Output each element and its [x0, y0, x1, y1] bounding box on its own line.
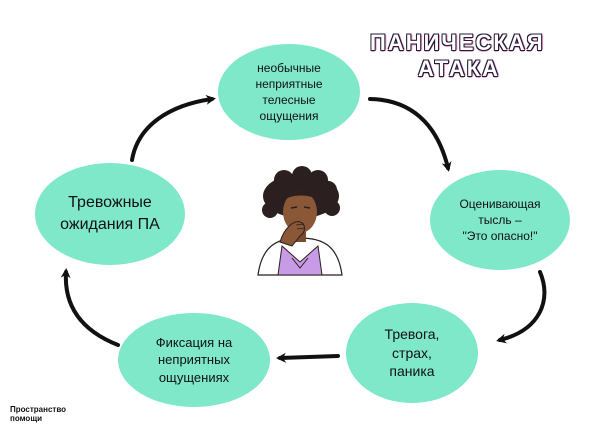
- arrow-left-to-top: [130, 94, 216, 162]
- cycle-node-anxiety-fear-panic-text: Тревога, страх, паника: [384, 325, 440, 380]
- cycle-node-body-sensations: необычные неприятные телесные ощущения: [218, 44, 360, 140]
- arrow-bottomleft-to-left: [60, 268, 120, 347]
- cycle-node-evaluating-thought: Оценивающая тысль – "Это опасно!": [430, 170, 570, 270]
- cycle-node-fixation: Фиксация на неприятных ощущениях: [118, 313, 270, 407]
- title-line-1: ПАНИЧЕСКАЯ: [370, 30, 545, 55]
- cycle-node-body-sensations-text: необычные неприятные телесные ощущения: [255, 60, 323, 124]
- cycle-node-anxious-expectations: Тревожные ожидания ПА: [35, 163, 185, 265]
- arrow-right-to-bottomright: [496, 270, 547, 344]
- cycle-node-evaluating-thought-text: Оценивающая тысль – "Это опасно!": [459, 196, 541, 244]
- cycle-node-anxiety-fear-panic: Тревога, страх, паника: [346, 303, 478, 403]
- brand-footer: Пространство помощи: [10, 405, 67, 423]
- anxious-woman-illustration: [257, 166, 343, 276]
- arrow-top-to-right: [368, 97, 452, 172]
- arrow-bottomright-to-bottomleft: [276, 352, 340, 363]
- title-line-2: АТАКА: [418, 56, 501, 81]
- cycle-node-anxious-expectations-text: Тревожные ожидания ПА: [60, 194, 160, 233]
- cycle-node-fixation-text: Фиксация на неприятных ощущениях: [155, 334, 233, 385]
